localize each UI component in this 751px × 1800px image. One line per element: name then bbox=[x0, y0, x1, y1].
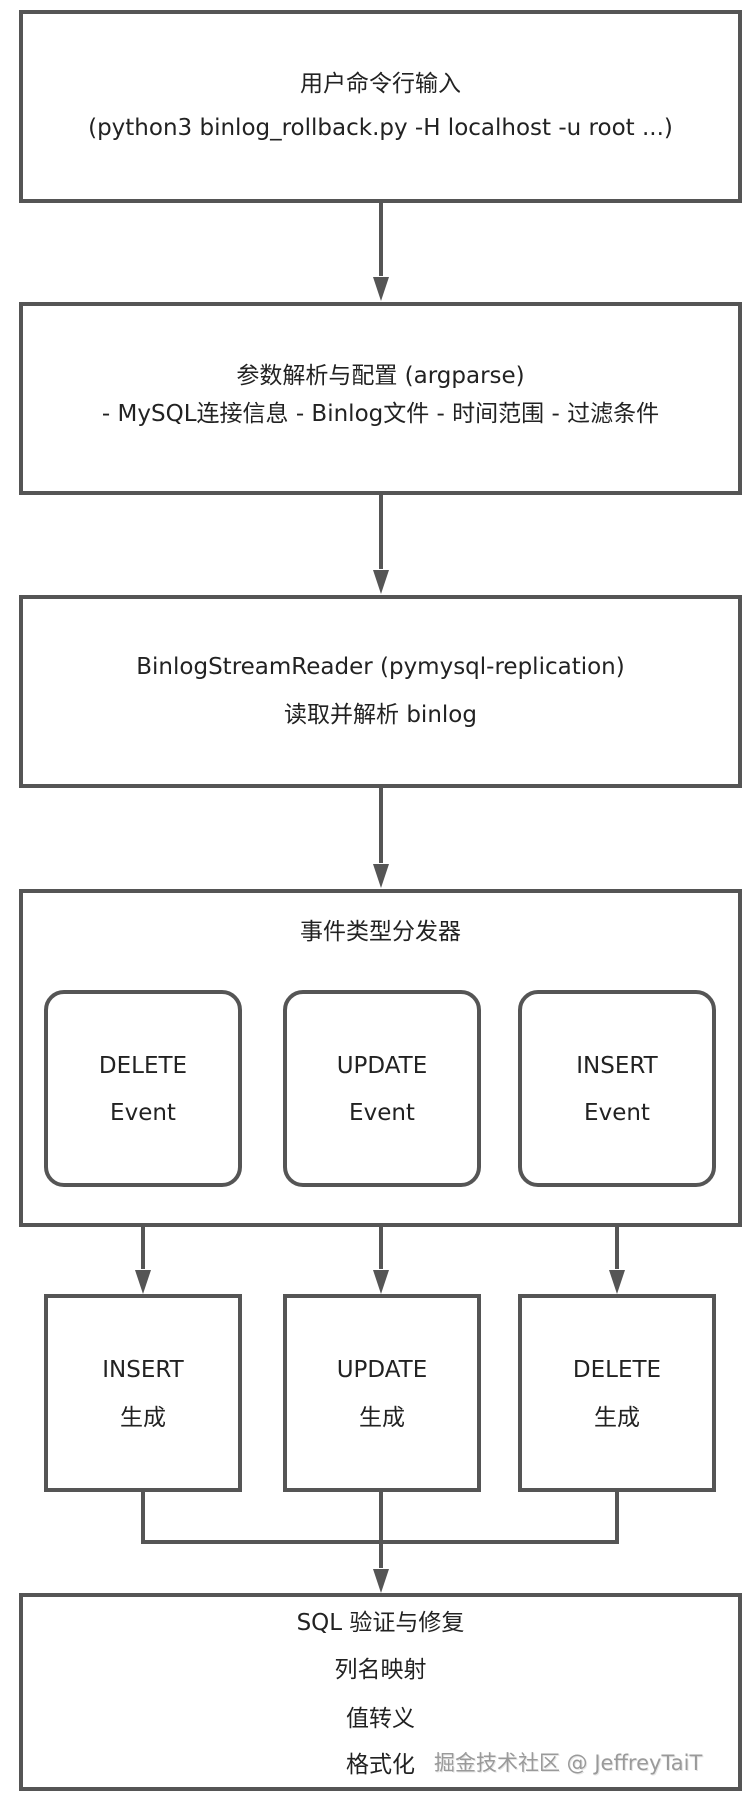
arrowhead bbox=[373, 570, 389, 594]
node-sql-fix: SQL 验证与修复 列名映射 值转义 格式化 bbox=[19, 1593, 742, 1791]
node-label: DELETE bbox=[572, 1357, 662, 1383]
node-label: (python3 binlog_rollback.py -H localhost… bbox=[88, 115, 673, 141]
node-label: 读取并解析 binlog bbox=[284, 702, 477, 728]
node-label: Event bbox=[584, 1100, 650, 1126]
arrowhead bbox=[373, 1569, 389, 1593]
arrowhead bbox=[135, 1270, 151, 1294]
node-label: 用户命令行输入 bbox=[300, 71, 461, 97]
node-insert-event: INSERT Event bbox=[518, 990, 716, 1187]
node-label: INSERT bbox=[102, 1357, 184, 1383]
watermark: 掘金技术社区 @ JeffreyTaiT bbox=[434, 1751, 703, 1775]
node-insert-generate: INSERT 生成 bbox=[44, 1294, 242, 1492]
node-delete-event: DELETE Event bbox=[44, 990, 242, 1187]
arrowhead bbox=[373, 1270, 389, 1294]
node-label: DELETE bbox=[98, 1053, 188, 1079]
node-label: 生成 bbox=[594, 1405, 640, 1431]
node-cli-input: 用户命令行输入 (python3 binlog_rollback.py -H l… bbox=[19, 10, 742, 203]
node-label: 生成 bbox=[120, 1405, 166, 1431]
node-label: 格式化 bbox=[346, 1752, 415, 1778]
node-label: Event bbox=[110, 1100, 176, 1126]
node-label: 参数解析与配置 (argparse) bbox=[236, 363, 525, 389]
node-label: UPDATE bbox=[336, 1053, 428, 1079]
node-label: 生成 bbox=[359, 1405, 405, 1431]
node-stream-reader: BinlogStreamReader (pymysql-replication)… bbox=[19, 595, 742, 788]
node-label: 值转义 bbox=[346, 1706, 415, 1732]
node-label: UPDATE bbox=[336, 1357, 428, 1383]
node-delete-generate: DELETE 生成 bbox=[518, 1294, 716, 1492]
node-label: Event bbox=[349, 1100, 415, 1126]
arrowhead bbox=[373, 864, 389, 888]
node-label: INSERT bbox=[576, 1053, 658, 1079]
node-update-event: UPDATE Event bbox=[283, 990, 481, 1187]
node-update-generate: UPDATE 生成 bbox=[283, 1294, 481, 1492]
node-arg-parse: 参数解析与配置 (argparse) - MySQL连接信息 - Binlog文… bbox=[19, 302, 742, 495]
node-label: BinlogStreamReader (pymysql-replication) bbox=[136, 654, 625, 680]
node-label: SQL 验证与修复 bbox=[296, 1610, 465, 1636]
arrowhead bbox=[609, 1270, 625, 1294]
node-label: - MySQL连接信息 - Binlog文件 - 时间范围 - 过滤条件 bbox=[101, 401, 660, 427]
node-label: 列名映射 bbox=[334, 1657, 427, 1683]
arrowhead bbox=[373, 277, 389, 301]
dispatcher-title: 事件类型分发器 bbox=[300, 919, 461, 945]
